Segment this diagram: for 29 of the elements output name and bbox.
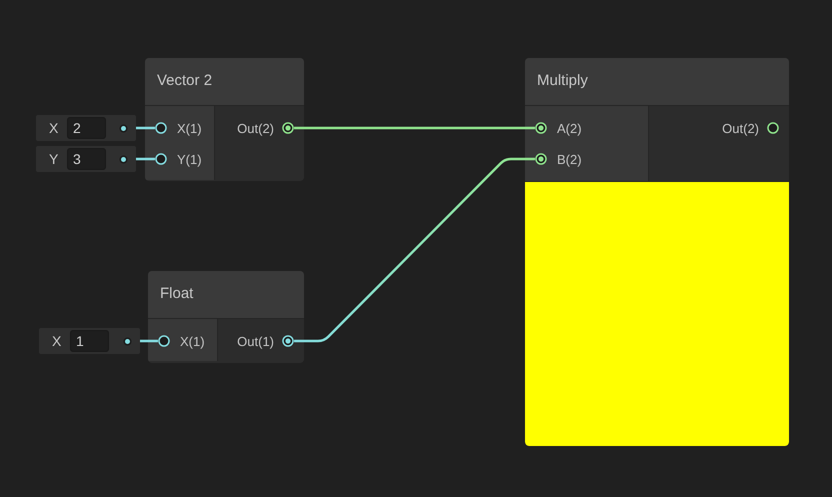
color-preview [525, 181, 789, 446]
connector-wire [140, 340, 158, 342]
connector-wire [136, 158, 155, 160]
axis-label: X [52, 334, 62, 348]
node-title-bar: Float [148, 271, 304, 319]
axis-label: Y [49, 152, 60, 166]
node-card [148, 271, 304, 363]
value-field: 2 [67, 117, 106, 139]
value-field: 3 [67, 148, 106, 170]
port-label: A(2) [557, 122, 582, 134]
node-card [525, 58, 789, 446]
connector-wire [294, 158, 535, 342]
axis-label: X [49, 121, 60, 135]
port-label: X(1) [180, 334, 205, 348]
port-label: Out(1) [237, 334, 274, 348]
port-label: Out(2) [237, 122, 274, 134]
node-title-bar: Vector 2 [145, 58, 304, 106]
connector-wire [136, 126, 155, 130]
connector-wire [294, 126, 535, 130]
port-label: B(2) [557, 152, 582, 166]
inline-value-box [36, 115, 136, 141]
port-label: Y(1) [177, 152, 202, 166]
node-title-bar: Multiply [525, 58, 789, 106]
value-field: 1 [70, 330, 109, 352]
inline-value-box [36, 146, 136, 172]
node-card [145, 58, 304, 181]
port-label: X(1) [177, 122, 202, 134]
inline-value-box [39, 328, 140, 354]
port-label: Out(2) [722, 122, 759, 134]
